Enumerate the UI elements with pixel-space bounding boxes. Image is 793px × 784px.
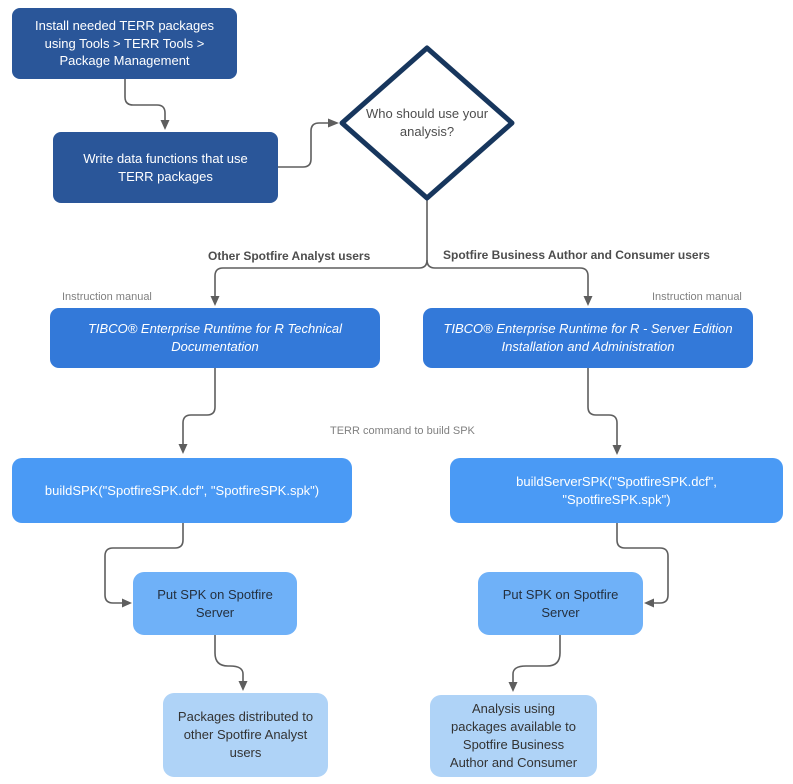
node-write-data-functions: Write data functions that use TERR packa… (53, 132, 278, 203)
note-instruction-manual-left: Instruction manual (62, 291, 152, 303)
connector-decision-to-doc-server (426, 259, 593, 306)
connector-write-to-decision (278, 118, 339, 168)
node-packages-distributed: Packages distributed to other Spotfire A… (163, 693, 328, 777)
node-analysis-available: Analysis using packages available to Spo… (430, 695, 597, 777)
node-install-packages: Install needed TERR packages using Tools… (12, 8, 237, 79)
connector-buildserverspk-to-putspk-right (616, 523, 669, 608)
decision-who-should-use: Who should use your analysis? (365, 106, 489, 139)
arrowhead-down-icon (238, 681, 248, 691)
connector-doc-server-to-buildserverspk (587, 368, 622, 455)
connector-doc-analyst-to-buildspk (178, 368, 216, 454)
connector-buildspk-to-putspk-left (104, 523, 184, 608)
node-buildserverspk-command: buildServerSPK("SpotfireSPK.dcf", "Spotf… (450, 458, 783, 523)
arrowhead-down-icon (583, 296, 593, 306)
arrowhead-down-icon (178, 444, 188, 454)
arrowhead-down-icon (210, 296, 220, 306)
connector-decision-to-doc-analyst (210, 198, 428, 306)
arrowhead-right-icon (328, 118, 339, 128)
node-put-spk-right: Put SPK on Spotfire Server (478, 572, 643, 635)
arrowhead-right-icon (122, 598, 132, 608)
node-doc-terr-server-edition: TIBCO® Enterprise Runtime for R - Server… (423, 308, 753, 368)
arrowhead-down-icon (160, 120, 170, 130)
connector-putspk-left-to-packages (214, 635, 248, 691)
arrowhead-down-icon (612, 445, 622, 455)
decision-diamond-shape (339, 45, 515, 201)
node-put-spk-left: Put SPK on Spotfire Server (133, 572, 297, 635)
note-instruction-manual-right: Instruction manual (652, 291, 742, 303)
branch-label-analyst: Other Spotfire Analyst users (208, 249, 371, 263)
branch-label-consumer: Spotfire Business Author and Consumer us… (443, 248, 710, 262)
arrowhead-left-icon (644, 598, 654, 608)
arrowhead-down-icon (508, 682, 518, 692)
connector-putspk-right-to-analysis (508, 635, 561, 692)
note-terr-command: TERR command to build SPK (330, 425, 475, 437)
node-buildspk-command: buildSPK("SpotfireSPK.dcf", "SpotfireSPK… (12, 458, 352, 523)
node-doc-terr-technical: TIBCO® Enterprise Runtime for R Technica… (50, 308, 380, 368)
connector-install-to-write (124, 79, 170, 130)
